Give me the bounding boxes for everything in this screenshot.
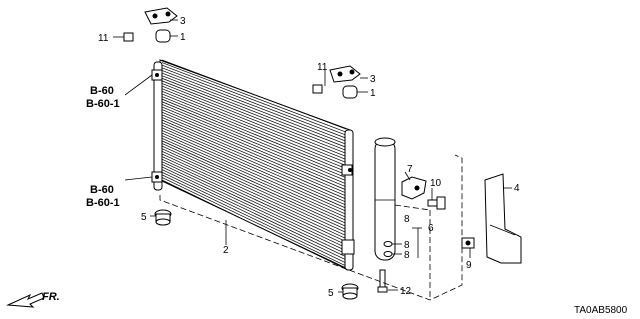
condenser-fin-line xyxy=(161,145,347,230)
condenser-fin-line xyxy=(161,106,347,185)
condenser-core xyxy=(159,59,351,271)
condenser-fin-line xyxy=(161,109,347,188)
condenser-fin-line xyxy=(161,96,347,172)
group-outline xyxy=(159,154,463,301)
condenser-fin-line xyxy=(161,179,347,270)
condenser-fin-line xyxy=(161,150,347,236)
condenser-fin-line xyxy=(161,124,347,206)
condenser-left-tank xyxy=(151,61,163,191)
condenser-fin-line xyxy=(161,67,347,139)
condenser-fin-line xyxy=(161,101,347,179)
callout-12: 12 xyxy=(400,286,412,297)
condenser-fin-line xyxy=(161,119,347,200)
condenser-fin-line xyxy=(161,70,347,142)
callout-3-top-left: 3 xyxy=(180,16,186,27)
condenser-fin-line xyxy=(161,177,347,267)
callout-9: 9 xyxy=(466,260,472,271)
condenser-fin-line xyxy=(161,161,347,249)
condenser-fin-line xyxy=(161,158,347,245)
callout-11-top-left: 11 xyxy=(98,33,109,44)
condenser-fin-line xyxy=(161,114,347,194)
callout-1-top-center: 1 xyxy=(370,88,376,99)
callout-1-top-left: 1 xyxy=(180,32,186,43)
condenser-fin-line xyxy=(161,64,347,136)
condenser-fin-line xyxy=(161,130,347,212)
condenser-fin-line xyxy=(161,171,347,261)
condenser-fin-line xyxy=(161,169,347,258)
callout-8-a: 8 xyxy=(404,240,410,251)
condenser-fin-line xyxy=(161,88,347,163)
callout-5-left: 5 xyxy=(141,212,147,223)
lower-cushion-bottom xyxy=(341,283,359,300)
condenser-fin-line xyxy=(161,98,347,175)
condenser-fin-line xyxy=(161,77,347,151)
condenser-fin-line xyxy=(161,143,347,227)
o-rings xyxy=(383,241,393,257)
receiver-dryer xyxy=(374,137,396,261)
condenser-fin-line xyxy=(161,117,347,197)
condenser-fin-line xyxy=(161,156,347,242)
ref-b60-1-bottom: B-60-1 xyxy=(86,197,120,209)
bolt-12 xyxy=(377,269,388,293)
front-direction-arrow: FR. xyxy=(6,291,60,308)
ref-b60-bottom: B-60 xyxy=(90,184,114,196)
condenser-right-tank xyxy=(341,129,355,271)
condenser-fin-line xyxy=(161,85,347,160)
ref-b60-top: B-60 xyxy=(90,85,114,97)
callout-11-top-center: 11 xyxy=(317,62,328,73)
condenser-fin-line xyxy=(161,140,347,224)
condenser-fin-line xyxy=(161,93,347,169)
callout-10: 10 xyxy=(430,178,442,189)
condenser-fin-line xyxy=(161,80,347,154)
condenser-fin-line xyxy=(161,83,347,157)
bolt-9 xyxy=(461,237,475,249)
condenser-fin-line xyxy=(161,122,347,203)
callout-8-b: 8 xyxy=(404,250,410,261)
callout-2: 2 xyxy=(223,245,229,256)
diagram-code: TA0AB5800 xyxy=(574,305,628,316)
lower-cushion-left xyxy=(154,209,172,226)
callout-3-top-center: 3 xyxy=(370,74,376,85)
ref-b60-1-top: B-60-1 xyxy=(86,98,120,110)
side-bracket-4 xyxy=(484,173,522,264)
condenser-fin-line xyxy=(161,104,347,182)
callout-7: 7 xyxy=(407,164,413,175)
condenser-fin-line xyxy=(161,135,347,218)
callout-4: 4 xyxy=(514,183,520,194)
bolt-10 xyxy=(427,196,446,210)
callout-8-c: 8 xyxy=(404,214,410,225)
top-mount-set-1 xyxy=(123,7,178,43)
condenser-fin-line xyxy=(161,90,347,166)
condenser-fin-line xyxy=(161,111,347,191)
condenser-fin-line xyxy=(161,59,347,130)
condenser-fin-line xyxy=(161,72,347,145)
condenser-fin-line xyxy=(161,166,347,255)
condenser-fin-line xyxy=(161,153,347,239)
condenser-fin-line xyxy=(161,174,347,264)
condenser-fin-line xyxy=(161,127,347,209)
front-direction-label: FR. xyxy=(42,291,60,303)
dryer-bracket xyxy=(401,176,427,200)
callout-6: 6 xyxy=(428,223,434,234)
condenser-fin-line xyxy=(161,148,347,233)
condenser-fin-line xyxy=(161,137,347,221)
condenser-fin-line xyxy=(161,75,347,148)
condenser-fin-line xyxy=(161,164,347,252)
leader-lines xyxy=(113,19,512,293)
condenser-fins xyxy=(161,59,347,270)
condenser-fin-line xyxy=(161,62,347,133)
callout-5-bottom: 5 xyxy=(328,288,334,299)
top-mount-set-2 xyxy=(312,65,361,99)
condenser-fin-line xyxy=(161,132,347,215)
